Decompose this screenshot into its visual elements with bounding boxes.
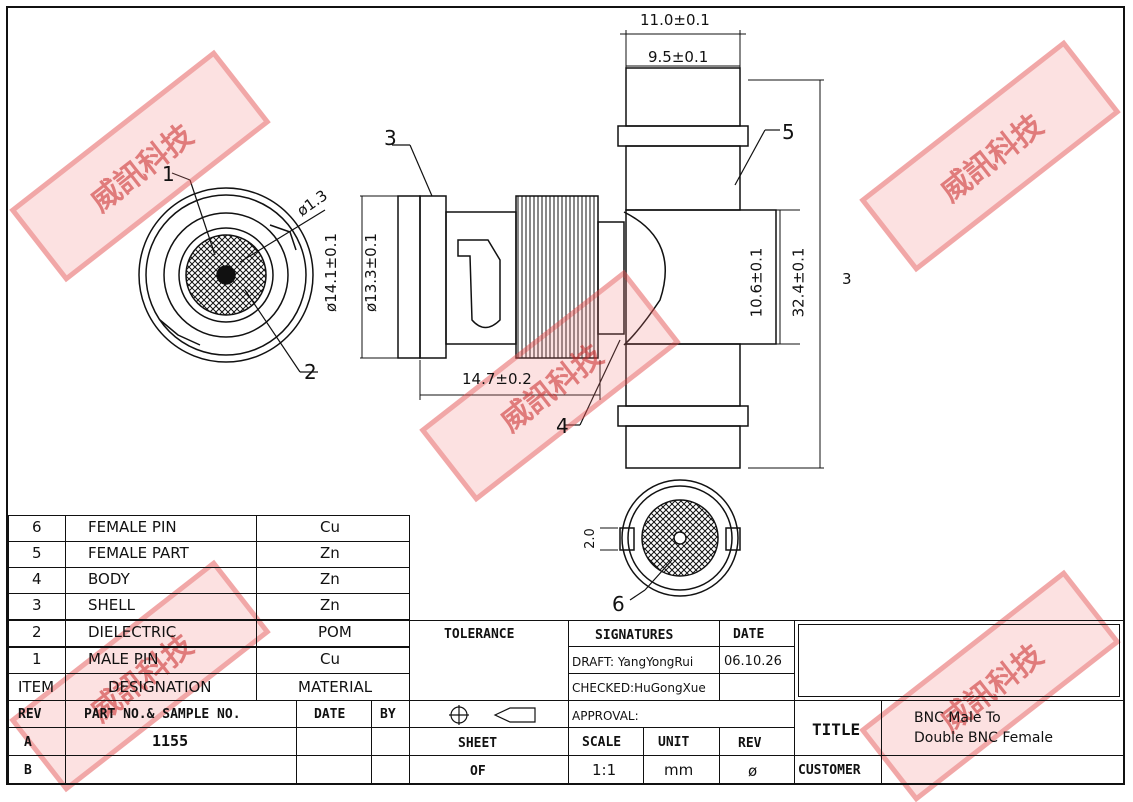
- draft-signature: DRAFT: YangYongRui: [572, 655, 694, 669]
- tolerance-label: TOLERANCE: [444, 627, 515, 642]
- bom-item: 3: [32, 596, 42, 614]
- part-no-header: PART NO.& SAMPLE NO.: [84, 707, 241, 722]
- bom-designation: MALE PIN: [88, 650, 159, 668]
- bom-designation: SHELL: [88, 596, 135, 614]
- dim-dia-13-3: ø13.3±0.1: [362, 233, 380, 312]
- date-header: DATE: [314, 707, 346, 722]
- dim-len-14-7: 14.7±0.2: [462, 370, 532, 388]
- dim-dia-14-1: ø14.1±0.1: [322, 233, 340, 312]
- title-line-2: Double BNC Female: [914, 730, 1053, 746]
- drawing-frame: [6, 6, 1125, 785]
- side-view-male: [360, 144, 667, 426]
- callout-5: 5: [782, 120, 795, 144]
- bom-item: 4: [32, 570, 42, 588]
- dim-height-32-4: 32.4±0.1: [789, 247, 808, 318]
- bom-item: 1: [32, 650, 42, 668]
- rev-a: A: [24, 735, 32, 750]
- dim-height-10-6: 10.6±0.1: [747, 247, 766, 318]
- draft-date: 06.10.26: [724, 654, 782, 669]
- scale-value: 1:1: [592, 761, 617, 779]
- rev-header: REV: [18, 707, 42, 722]
- dim-width-9-5: 9.5±0.1: [648, 48, 709, 66]
- dim-width-11: 11.0±0.1: [640, 11, 710, 29]
- bom-item: 2: [32, 623, 42, 641]
- front-view-male: [138, 172, 326, 373]
- callout-2: 2: [304, 360, 317, 384]
- bom-material: Zn: [320, 596, 340, 614]
- bom-header-material: MATERIAL: [298, 678, 373, 696]
- bom-material: Zn: [320, 544, 340, 562]
- bom-material: POM: [318, 623, 352, 641]
- bom-designation: FEMALE PIN: [88, 518, 177, 536]
- bom-header-designation: DESIGNATION: [108, 678, 212, 696]
- approval-label: APPROVAL:: [572, 709, 639, 723]
- bom-item: 5: [32, 544, 42, 562]
- callout-1: 1: [162, 162, 175, 186]
- callout-3: 3: [384, 126, 397, 150]
- tolerance-symbols: [449, 705, 536, 725]
- bom-material: Zn: [320, 570, 340, 588]
- unit-value: mm: [664, 761, 694, 779]
- of-label: OF: [470, 764, 486, 779]
- rev-b: B: [24, 763, 32, 778]
- side-view-female: [617, 30, 824, 469]
- customer-label: CUSTOMER: [798, 763, 861, 778]
- checked-signature: CHECKED:HuGongXue: [572, 681, 706, 695]
- signatures-label: SIGNATURES: [595, 628, 674, 643]
- title-label: TITLE: [812, 720, 861, 739]
- unit-label: UNIT: [658, 735, 690, 750]
- bom-item: 6: [32, 518, 42, 536]
- callout-4: 4: [556, 414, 569, 438]
- bom-designation: BODY: [88, 570, 130, 588]
- bom-designation: DIELECTRIC: [88, 623, 177, 641]
- bottom-view-female: [600, 479, 741, 601]
- rev-value: ø: [748, 762, 758, 780]
- rev-label: REV: [738, 736, 762, 751]
- bom-designation: FEMALE PART: [88, 544, 189, 562]
- title-line-1: BNC Male To: [914, 710, 1001, 726]
- date-label: DATE: [733, 627, 765, 642]
- dim-pin-2-0: 2.0: [582, 528, 598, 549]
- part-value: 1155: [152, 732, 189, 750]
- by-header: BY: [380, 707, 396, 722]
- callout-6: 6: [612, 592, 625, 616]
- dim-right-3: 3: [842, 270, 852, 288]
- bom-material: Cu: [320, 650, 340, 668]
- bom-material: Cu: [320, 518, 340, 536]
- bom-header-item: ITEM: [18, 678, 55, 696]
- sheet-label: SHEET: [458, 736, 498, 751]
- scale-label: SCALE: [582, 735, 622, 750]
